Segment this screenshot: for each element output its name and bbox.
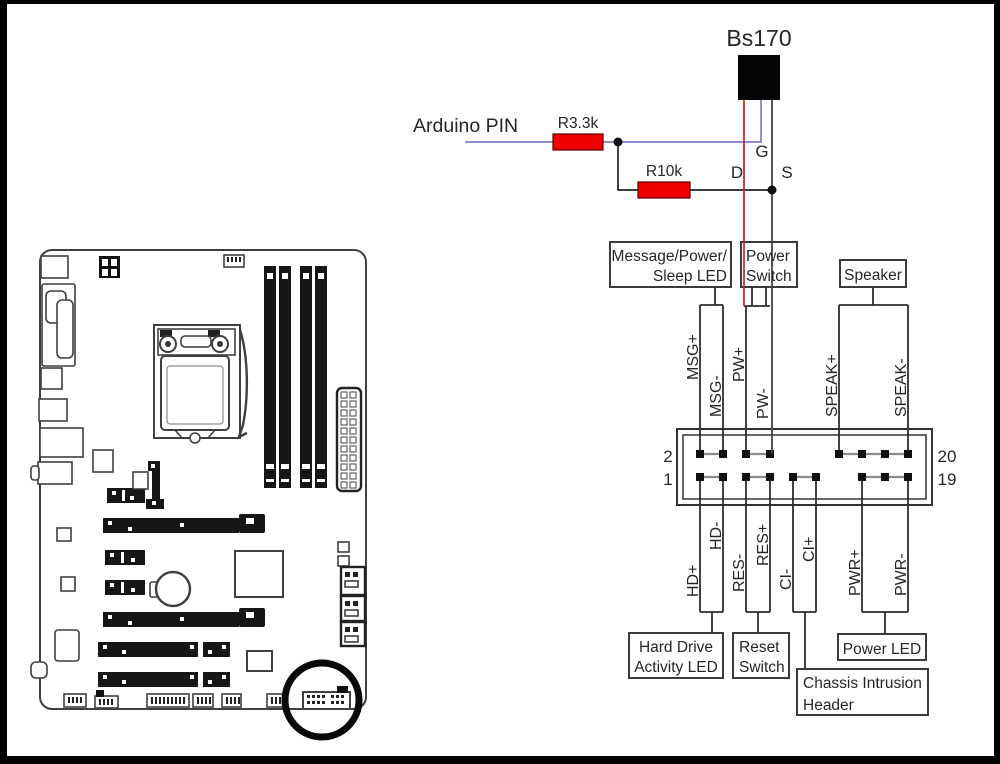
pcie-x16-slot bbox=[103, 608, 265, 627]
socket-lever bbox=[236, 329, 249, 440]
speaker-label: Speaker bbox=[844, 267, 902, 284]
front-panel-wiring-diagram: Bs170 Arduino PIN R3.3k R10k G D S Messa… bbox=[413, 25, 956, 716]
r2-label: R10k bbox=[646, 163, 682, 180]
pwr-wires bbox=[861, 477, 909, 634]
fan-header bbox=[223, 254, 245, 268]
front-audio-header bbox=[132, 461, 164, 509]
chassis-intrusion-label-1: Chassis Intrusion bbox=[803, 675, 922, 692]
ci-wires bbox=[792, 477, 817, 669]
junction-dot bbox=[613, 137, 623, 147]
sata-port bbox=[339, 565, 367, 597]
gate-pin-label: G bbox=[755, 142, 768, 161]
pci-slot bbox=[98, 642, 230, 657]
pcie-x1-slot bbox=[105, 550, 145, 565]
pin-label-hd-minus: HD- bbox=[708, 522, 725, 550]
power-switch-label-2: Switch bbox=[746, 268, 792, 285]
ram-slots bbox=[264, 266, 327, 488]
pin-label-msg-plus: MSG+ bbox=[685, 334, 702, 380]
msg-bracket bbox=[699, 287, 724, 454]
fpanel-header-outline bbox=[676, 428, 933, 506]
drain-pin-label: D bbox=[731, 163, 743, 182]
pin-label-res-minus: RES- bbox=[731, 554, 748, 592]
pin-label-ci-plus: CI+ bbox=[801, 537, 818, 562]
transistor-body bbox=[738, 55, 780, 100]
cmos-battery bbox=[149, 570, 192, 608]
ram-slot bbox=[279, 266, 291, 488]
r1-label: R3.3k bbox=[558, 115, 599, 132]
msg-led-box bbox=[609, 241, 732, 288]
diagram-text: Bs170 Arduino PIN R3.3k R10k G D S Messa… bbox=[413, 25, 956, 714]
pcie-x16-slot bbox=[103, 514, 265, 533]
res-wires bbox=[745, 477, 771, 633]
hd-wires bbox=[699, 477, 724, 633]
power-switch-label-1: Power bbox=[746, 248, 790, 265]
device-boxes bbox=[609, 241, 929, 716]
expansion-slots bbox=[98, 488, 265, 687]
pin-label-pw-minus: PW- bbox=[755, 388, 772, 419]
reset-switch-label-2: Switch bbox=[739, 659, 785, 676]
pw-bracket bbox=[744, 287, 770, 454]
pin-number-2: 2 bbox=[663, 447, 672, 466]
reset-switch-label-1: Reset bbox=[739, 639, 780, 656]
chipset-heatsink bbox=[234, 550, 284, 598]
rear-io-ports bbox=[30, 255, 114, 679]
power-led-label: Power LED bbox=[843, 641, 921, 658]
pin-label-ci-minus: CI- bbox=[778, 569, 795, 590]
junction-dot bbox=[767, 185, 777, 195]
pin-number-20: 20 bbox=[938, 447, 957, 466]
header-pins bbox=[696, 450, 912, 481]
ram-slot bbox=[315, 266, 327, 488]
cpu-socket bbox=[153, 324, 249, 444]
pin-label-msg-minus: MSG- bbox=[708, 375, 725, 417]
pci-slot bbox=[98, 672, 230, 687]
msg-led-label-1: Message/Power/ bbox=[612, 248, 728, 265]
ram-slot bbox=[264, 266, 276, 488]
r2-branch-wire bbox=[617, 142, 772, 191]
pin-number-1: 1 bbox=[663, 470, 672, 489]
super-io-chip bbox=[246, 650, 273, 672]
arduino-pin-label: Arduino PIN bbox=[413, 115, 518, 137]
power-led-box bbox=[837, 633, 927, 661]
power-switch-box bbox=[740, 241, 798, 288]
connection-wires bbox=[699, 287, 909, 669]
highlight-circle-icon bbox=[281, 659, 363, 741]
speaker-bracket bbox=[838, 287, 909, 454]
pin-label-pwr-plus: PWR+ bbox=[847, 549, 864, 596]
pin-label-speak-plus: SPEAK+ bbox=[824, 354, 841, 417]
pin-label-hd-plus: HD+ bbox=[685, 565, 702, 597]
hdd-led-label-1: Hard Drive bbox=[639, 639, 713, 656]
pin-label-speak-minus: SPEAK- bbox=[893, 358, 910, 417]
ram-slot bbox=[300, 266, 312, 488]
sata-ports bbox=[337, 541, 367, 648]
sata-port bbox=[339, 594, 367, 623]
resistor-r1 bbox=[552, 133, 604, 151]
bottom-headers bbox=[63, 686, 351, 710]
chassis-intrusion-box bbox=[796, 668, 929, 716]
motherboard-illustration bbox=[30, 249, 367, 741]
source-pin-label: S bbox=[781, 163, 792, 182]
resistor-r2 bbox=[637, 181, 691, 199]
hdd-led-box bbox=[628, 632, 724, 679]
front-panel-header bbox=[302, 686, 351, 710]
pin-label-pwr-minus: PWR- bbox=[893, 553, 910, 596]
pin-label-pw-plus: PW+ bbox=[731, 347, 748, 382]
chassis-intrusion-label-2: Header bbox=[803, 697, 854, 714]
hdd-led-label-2: Activity LED bbox=[634, 659, 718, 676]
pin-number-19: 19 bbox=[938, 470, 957, 489]
msg-led-label-2: Sleep LED bbox=[653, 268, 727, 285]
transistor-label: Bs170 bbox=[726, 25, 791, 51]
pcie-x1-slot bbox=[105, 580, 145, 595]
pcie-x1-slot bbox=[107, 488, 145, 503]
reset-switch-box bbox=[732, 632, 790, 679]
pin-label-res-plus: RES+ bbox=[755, 524, 772, 566]
atx-24pin-connector bbox=[335, 386, 363, 493]
transistor-circuit bbox=[465, 55, 780, 454]
sata-port bbox=[339, 620, 367, 648]
atx12v-4pin-connector bbox=[99, 256, 120, 278]
